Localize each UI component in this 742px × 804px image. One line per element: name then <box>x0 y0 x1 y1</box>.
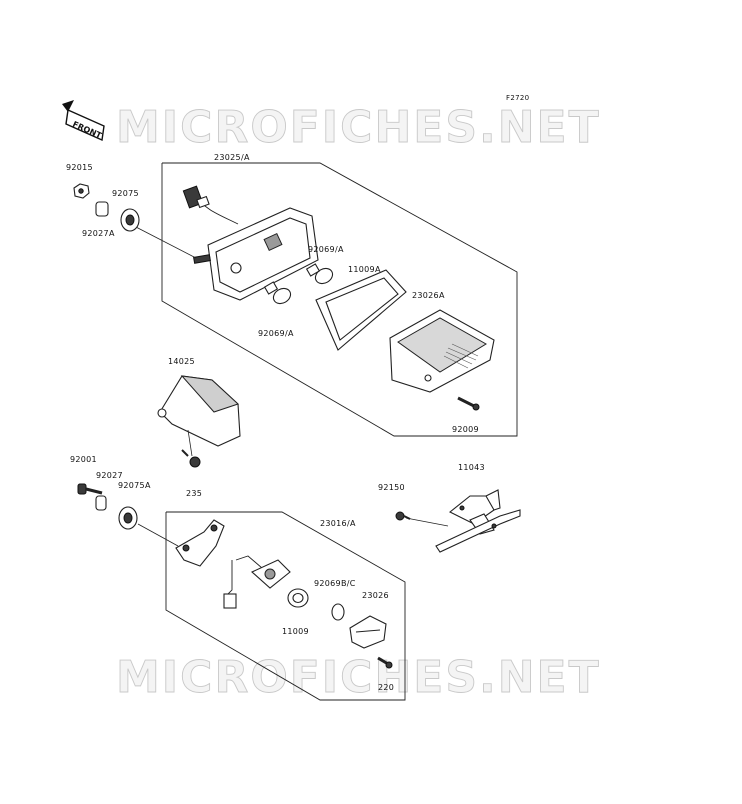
leader-stud <box>133 225 197 259</box>
label-220: 220 <box>378 683 394 692</box>
socket-connector <box>223 593 237 609</box>
grommet-92075-core <box>125 214 135 226</box>
bulb-92069a-top <box>305 263 334 285</box>
collar-92027a <box>95 201 109 217</box>
label-92009: 92009 <box>452 425 479 434</box>
label-11009: 11009 <box>282 627 309 636</box>
collar-92027 <box>95 495 107 511</box>
label-92069a-top: 92069/A <box>308 245 344 254</box>
lamp-housing-rim <box>215 217 311 293</box>
lens-23026a <box>389 309 495 393</box>
socket-plate-center <box>264 568 276 580</box>
label-92075: 92075 <box>112 189 139 198</box>
housing-stud <box>193 254 211 264</box>
upper-group-outline <box>161 162 518 437</box>
watermark-top: MICROFICHES.NET <box>116 102 601 153</box>
label-92015: 92015 <box>66 163 93 172</box>
label-235: 235 <box>186 489 202 498</box>
label-23026a: 23026A <box>412 291 445 300</box>
lens-23026 <box>349 615 387 649</box>
bulb-92069a-bottom <box>263 281 292 305</box>
lower-group-outline <box>165 511 406 701</box>
wire-socket <box>223 555 291 609</box>
leader-grommet <box>137 523 179 547</box>
front-arrow-icon: FRONT <box>62 100 105 142</box>
screw-220 <box>377 656 393 669</box>
housing-socket <box>263 232 283 252</box>
housing-hole <box>230 262 242 274</box>
figure-code: F2720 <box>506 94 529 102</box>
label-92150: 92150 <box>378 483 405 492</box>
label-23016a: 23016/A <box>320 519 356 528</box>
watermark-bottom: MICROFICHES.NET <box>116 652 601 703</box>
bolt-92150 <box>395 511 411 521</box>
label-11009a: 11009A <box>348 265 381 274</box>
label-92027a: 92027A <box>82 229 115 238</box>
gasket-11009-inner <box>292 592 304 604</box>
bolt-92001 <box>77 483 103 495</box>
bracket-23016a <box>175 519 225 567</box>
label-92069a-bottom: 92069/A <box>258 329 294 338</box>
label-92069bc: 92069B/C <box>314 579 356 588</box>
nut-92015-hole <box>78 188 84 194</box>
wire-connector-plug <box>196 195 210 209</box>
label-14025: 14025 <box>168 357 195 366</box>
leader-235 <box>187 429 193 457</box>
label-11043: 11043 <box>458 463 485 472</box>
label-23025a: 23025/A <box>214 153 250 162</box>
label-92001: 92001 <box>70 455 97 464</box>
grommet-92075a-core <box>123 512 133 524</box>
leader-92150 <box>405 517 449 527</box>
tail-lamp-housing <box>182 185 319 301</box>
gasket-11009a-inner <box>325 277 399 341</box>
label-92075a: 92075A <box>118 481 151 490</box>
bracket-11043 <box>435 489 521 553</box>
label-92027: 92027 <box>96 471 123 480</box>
bolt-235 <box>181 449 201 468</box>
label-23026: 23026 <box>362 591 389 600</box>
screw-92009 <box>457 396 480 411</box>
bulb-92069bc <box>331 603 345 621</box>
cover-14025 <box>157 375 241 447</box>
